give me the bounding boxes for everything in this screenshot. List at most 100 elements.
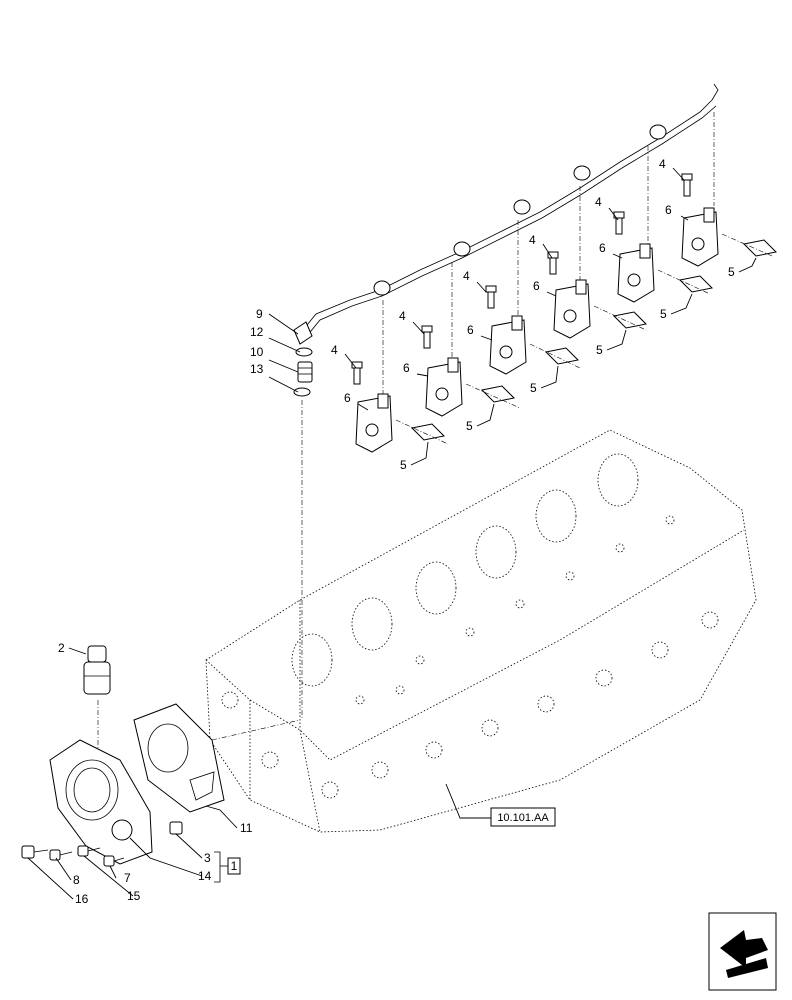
sensor (83, 645, 111, 695)
fuel-rail-pipe (293, 83, 719, 345)
bolt-hole (651, 641, 669, 659)
bolt (77, 845, 101, 857)
pipe-clamp (649, 124, 667, 140)
stud (465, 627, 475, 637)
port-opening (291, 633, 333, 687)
next-page-arrow-icon[interactable] (708, 912, 777, 991)
port-opening (351, 597, 393, 651)
banjo-bolt (297, 361, 313, 383)
reference-box[interactable]: 10.101.AA (490, 807, 556, 827)
injector-set (681, 173, 778, 267)
stud (615, 543, 625, 553)
bolt-hole (321, 781, 339, 799)
o-ring (293, 387, 311, 397)
injector (489, 315, 527, 375)
pipe-clamp (573, 165, 591, 181)
pipe-clamp (513, 199, 531, 215)
callout-11: 11 (240, 821, 253, 835)
bolt-hole (371, 761, 389, 779)
injector (425, 357, 463, 417)
callout-7: 7 (124, 871, 131, 885)
callout-16: 16 (75, 892, 89, 906)
callout-9: 9 (256, 307, 263, 321)
leader-lines (27, 167, 757, 900)
callout-5: 5 (728, 265, 735, 279)
clamp-bracket (742, 239, 778, 257)
callout-4: 4 (659, 157, 666, 171)
injector (355, 393, 393, 453)
port-opening (415, 561, 457, 615)
bolt-hole (221, 691, 239, 709)
stud (565, 571, 575, 581)
bolt (103, 855, 125, 867)
callout-6: 6 (533, 279, 540, 293)
callout-13: 13 (250, 362, 264, 376)
callout-4: 4 (529, 233, 536, 247)
stud (515, 599, 525, 609)
group-bracket-label: 1 (231, 859, 238, 873)
clamp-bracket (410, 423, 446, 441)
stud (665, 515, 675, 525)
cylinder-head (205, 429, 757, 833)
clamp-bracket (612, 311, 648, 329)
callout-2: 2 (58, 641, 65, 655)
injector (553, 279, 591, 339)
clamp-bracket (544, 347, 580, 365)
hex-plug (169, 821, 183, 835)
bolt-hole (481, 719, 499, 737)
screw (485, 285, 497, 309)
stud (415, 655, 425, 665)
callout-6: 6 (344, 391, 351, 405)
gasket (133, 703, 225, 813)
callout-10: 10 (250, 345, 264, 359)
injector-set (351, 361, 449, 453)
injector-set (485, 285, 581, 375)
group-bracket: 1 (214, 851, 241, 883)
callout-5: 5 (596, 343, 603, 357)
screw (351, 361, 363, 385)
screw (421, 325, 433, 349)
bolt (49, 849, 73, 861)
sealing-washer (295, 347, 313, 357)
injector (681, 207, 719, 267)
callout-5: 5 (400, 458, 407, 472)
callout-12: 12 (250, 325, 264, 339)
callout-5: 5 (530, 381, 537, 395)
pipe-clamp (453, 241, 471, 257)
callout-5: 5 (466, 419, 473, 433)
callout-3: 3 (204, 851, 211, 865)
injector-set (421, 325, 521, 417)
callout-4: 4 (595, 195, 602, 209)
callout-6: 6 (403, 361, 410, 375)
clamp-bracket (480, 385, 516, 403)
bolt-hole (425, 741, 443, 759)
injector-set (547, 251, 648, 339)
callout-5: 5 (660, 307, 667, 321)
callouts: 9 12 10 13 4 4 4 4 4 4 6 6 6 6 6 6 5 5 5… (58, 157, 735, 906)
callout-8: 8 (73, 873, 80, 887)
reference-code: 10.101.AA (497, 812, 549, 824)
bolt-hole (261, 751, 279, 769)
port-opening (535, 489, 577, 543)
callout-6: 6 (599, 241, 606, 255)
stud (355, 695, 365, 705)
callout-6: 6 (665, 203, 672, 217)
screw (547, 251, 559, 275)
front-cover-housing (49, 739, 153, 865)
port-opening (475, 525, 517, 579)
stud (395, 685, 405, 695)
callout-14: 14 (198, 869, 212, 883)
screw (681, 173, 693, 197)
callout-4: 4 (463, 269, 470, 283)
injector-set (613, 211, 714, 303)
callout-6: 6 (467, 323, 474, 337)
bolt-hole (537, 695, 555, 713)
port-opening (597, 453, 639, 507)
callout-15: 15 (127, 889, 141, 903)
injector (617, 243, 655, 303)
callout-4: 4 (331, 343, 338, 357)
bolt (21, 845, 49, 859)
bolt-hole (595, 669, 613, 687)
clamp-bracket (678, 275, 714, 293)
